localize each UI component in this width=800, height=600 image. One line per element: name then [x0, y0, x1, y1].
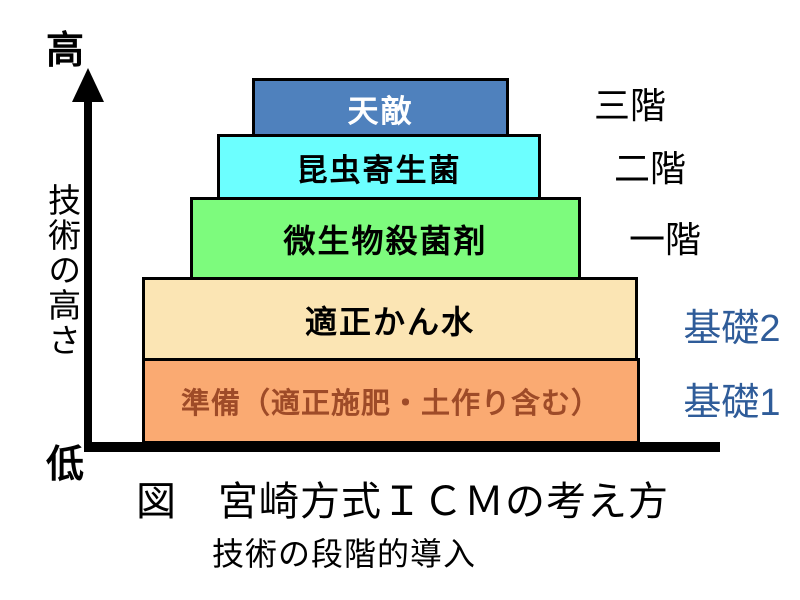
pyramid-layer-insect-parasitic-fungi: 昆虫寄生菌 — [217, 134, 541, 201]
pyramid-layer-proper-irrigation: 適正かん水 — [142, 277, 638, 362]
axis-low-label: 低 — [46, 444, 85, 486]
pyramid-layer-natural-enemies: 天敵 — [252, 78, 509, 138]
floor-label-first-floor: 一階 — [628, 219, 701, 260]
figure-caption-subtitle: 技術の段階的導入 — [212, 536, 477, 572]
floor-label-second-floor: 二階 — [613, 148, 686, 189]
floor-label-third-floor: 三階 — [593, 85, 666, 126]
axis-title-vertical: 技術の高さ — [43, 183, 81, 358]
pyramid-layer-preparation: 準備（適正施肥・土作り含む） — [142, 358, 640, 444]
axis-vertical-line — [84, 94, 92, 446]
pyramid-layer-microbial-fungicide: 微生物殺菌剤 — [190, 197, 581, 281]
floor-label-foundation-2: 基礎2 — [683, 308, 781, 350]
figure-caption-title: 図 宮崎方式ＩＣＭの考え方 — [136, 479, 669, 524]
floor-label-foundation-1: 基礎1 — [683, 382, 781, 424]
axis-baseline — [84, 442, 720, 452]
axis-high-label: 高 — [46, 30, 85, 72]
